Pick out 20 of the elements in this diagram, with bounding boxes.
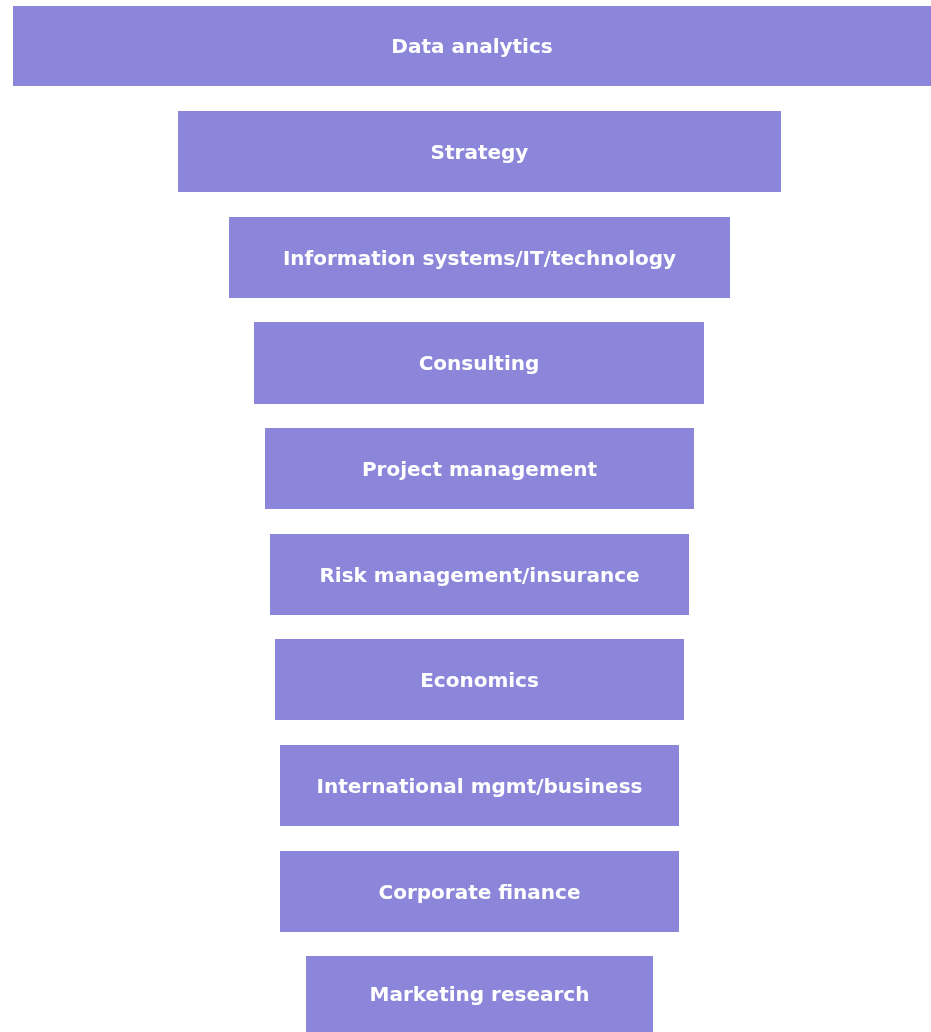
box-label: Risk management/insurance xyxy=(319,562,640,587)
box-label: Economics xyxy=(420,667,539,692)
box-label: Marketing research xyxy=(369,982,590,1006)
process-box xyxy=(265,428,694,509)
box-label: Consulting xyxy=(418,351,540,375)
box-label: Information systems/IT/technology xyxy=(282,245,677,270)
process-box xyxy=(280,851,679,932)
box-label: Project management xyxy=(361,456,598,481)
process-box xyxy=(13,6,931,86)
process-box xyxy=(270,534,689,615)
process-box xyxy=(178,111,781,192)
process-box xyxy=(254,322,704,404)
process-box xyxy=(229,217,730,298)
process-box xyxy=(280,745,679,826)
box-label: Data analytics xyxy=(391,34,553,58)
process-box xyxy=(275,639,684,720)
process-box xyxy=(306,956,653,1032)
box-label: International mgmt/business xyxy=(316,773,643,798)
box-label: Corporate finance xyxy=(378,879,581,904)
box-label: Strategy xyxy=(430,139,529,164)
